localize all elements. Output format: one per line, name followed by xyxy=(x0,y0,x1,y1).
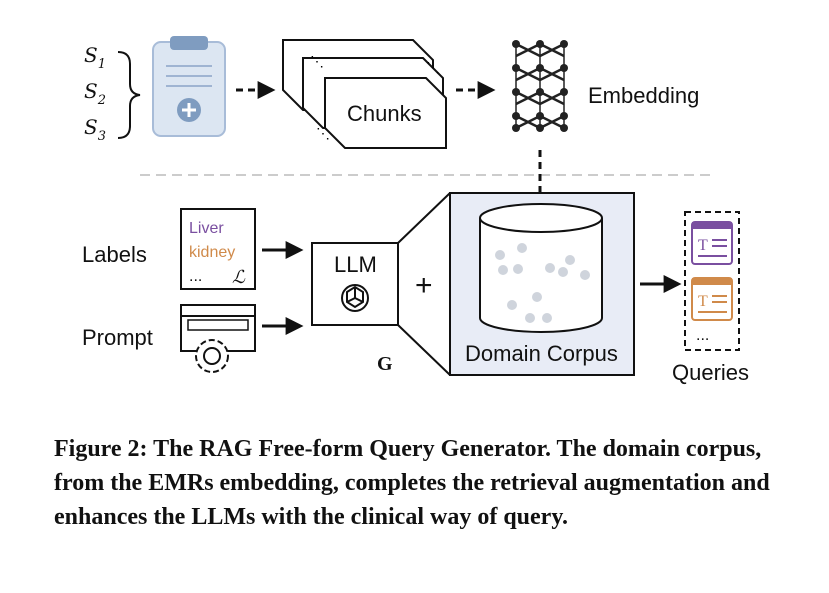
clipboard-icon xyxy=(152,36,226,137)
label-ellipsis: ... xyxy=(189,268,202,285)
queries-label: Queries xyxy=(672,360,749,385)
domain-corpus-box: Domain Corpus xyxy=(449,192,635,376)
figure-caption: Figure 2: The RAG Free-form Query Genera… xyxy=(54,436,770,530)
prompt-settings-icon xyxy=(180,304,256,373)
llm-label: LLM xyxy=(334,252,377,277)
labels-label: Labels xyxy=(82,242,147,267)
zoom-line-top xyxy=(397,192,451,244)
svg-text:T: T xyxy=(698,293,708,310)
openai-logo-icon xyxy=(341,284,369,312)
label-set-symbol: ℒ xyxy=(232,267,246,288)
queries-ellipsis: ... xyxy=(696,327,709,344)
embedding-label: Embedding xyxy=(588,83,699,108)
llm-box: LLM xyxy=(311,242,399,326)
curly-brace xyxy=(117,51,141,139)
label-kidney: kidney xyxy=(189,244,235,261)
labels-box: Liver kidney ... ℒ xyxy=(180,208,256,290)
g-label: G xyxy=(377,353,393,375)
query-document-icon: T xyxy=(691,277,733,321)
plus-sign: + xyxy=(415,269,433,302)
svg-text:⋱: ⋱ xyxy=(316,125,330,141)
svg-text:T: T xyxy=(698,237,708,254)
chunks-stack: ⋱ ⋱ ⋱ Chunks xyxy=(282,39,447,149)
svg-text:S2: S2 xyxy=(84,79,106,108)
svg-text:S1: S1 xyxy=(84,43,106,72)
database-cylinder-icon xyxy=(479,203,603,333)
zoom-line-bottom xyxy=(397,324,451,376)
emr-sources: S1 S2 S3 xyxy=(84,43,141,144)
svg-text:⋱: ⋱ xyxy=(426,59,440,75)
neural-network-icon xyxy=(512,40,568,132)
queries-box: T T ... xyxy=(684,211,740,351)
label-liver: Liver xyxy=(189,220,224,237)
svg-text:⋱: ⋱ xyxy=(310,53,324,69)
prompt-label: Prompt xyxy=(82,325,153,350)
domain-corpus-label: Domain Corpus xyxy=(465,341,618,366)
query-document-icon: T xyxy=(691,221,733,265)
svg-text:S3: S3 xyxy=(84,115,106,144)
chunks-label: Chunks xyxy=(347,101,422,126)
